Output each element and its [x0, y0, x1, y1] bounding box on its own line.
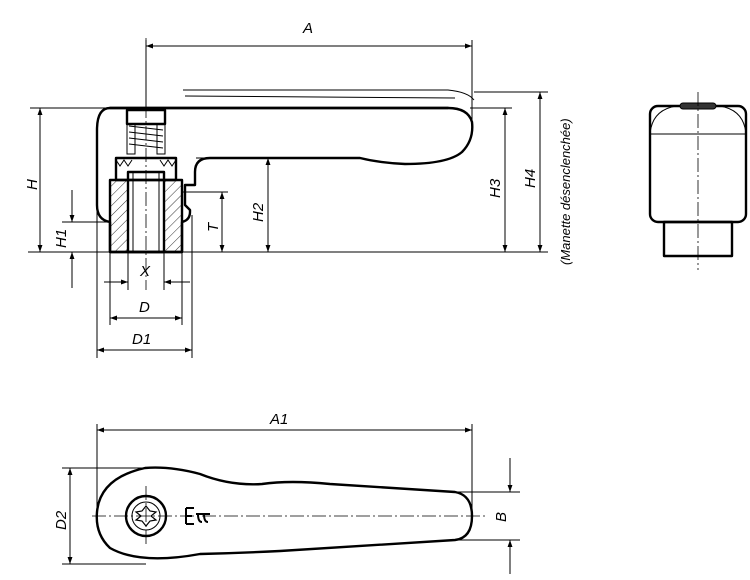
- top-view: A1 D2 B: [53, 411, 520, 574]
- lever-section: [95, 106, 474, 254]
- dim-h1-label: H1: [53, 229, 70, 248]
- dim-a-label: A: [302, 20, 313, 37]
- dim-t-label: T: [205, 221, 222, 232]
- dim-x-label: X: [139, 263, 151, 280]
- dim-h2-label: H2: [250, 202, 267, 222]
- dim-h4-label: H4: [522, 169, 539, 188]
- dim-h-label: H: [24, 179, 41, 190]
- released-lever-line: [183, 89, 475, 101]
- lever-top-outline: [95, 466, 474, 560]
- dim-d1-label: D1: [132, 331, 151, 348]
- dim-d-label: D: [139, 299, 150, 316]
- dim-d2-label: D2: [53, 510, 70, 530]
- dim-a1-label: A1: [269, 411, 288, 428]
- dim-h3-label: H3: [487, 178, 504, 198]
- end-view: [648, 92, 748, 270]
- released-note: (Manette désenclenchée): [558, 118, 573, 265]
- dim-b-label: B: [493, 512, 510, 522]
- side-view: A H H1 T H2 H3 H4 (Manette désenclenchée…: [24, 20, 573, 358]
